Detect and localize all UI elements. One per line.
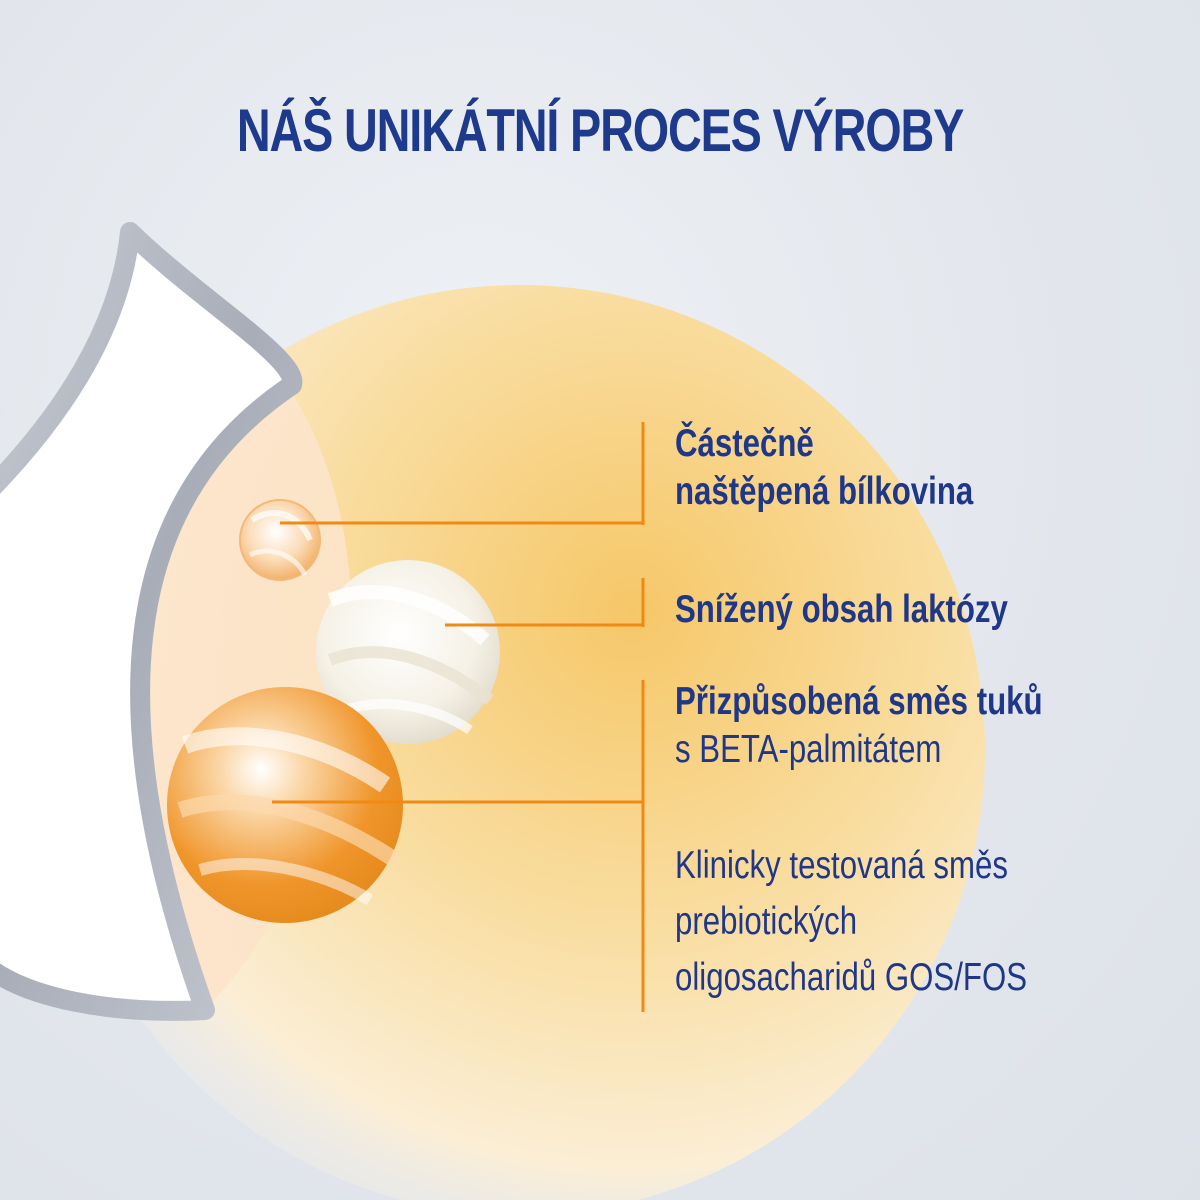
feature-prebiotics-line1: Klinicky testovaná směs — [675, 844, 1008, 887]
fats-bubble-icon — [167, 687, 403, 923]
feature-protein-line1: Částečně — [675, 422, 814, 465]
feature-protein: Částečně naštěpená bílkovina — [675, 420, 973, 516]
feature-prebiotics-line2: prebiotických — [675, 900, 858, 943]
page-title: NÁŠ UNIKÁTNÍ PROCES VÝROBY — [236, 97, 964, 164]
protein-bubble-icon — [239, 499, 321, 581]
feature-protein-line2: naštěpená bílkovina — [675, 470, 974, 513]
feature-fats-line1: Přizpůsobená směs tuků — [675, 680, 1043, 723]
feature-lactose-line1: Snížený obsah laktózy — [675, 588, 1008, 631]
feature-fats-line2: s BETA-palmitátem — [675, 728, 942, 771]
feature-lactose: Snížený obsah laktózy — [675, 586, 1008, 634]
connector-lines — [272, 422, 645, 1012]
feature-prebiotics-line3: oligosacharidů GOS/FOS — [675, 956, 1028, 999]
feature-prebiotics: Klinicky testovaná směs prebiotických ol… — [675, 838, 1027, 1006]
lactose-bubble-icon — [316, 560, 500, 744]
feature-fats: Přizpůsobená směs tuků s BETA-palmitátem — [675, 678, 1043, 774]
